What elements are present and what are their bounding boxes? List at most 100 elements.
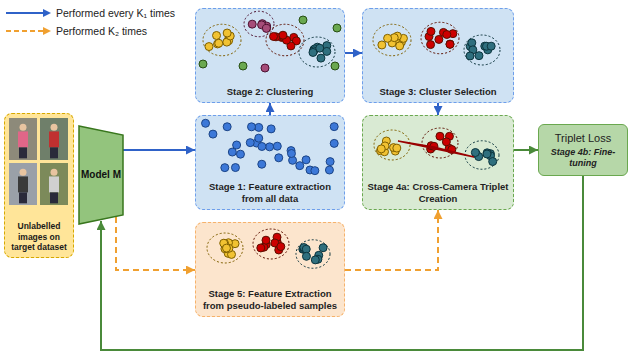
model-trapezoid	[79, 126, 123, 224]
model-block: Model M	[78, 125, 124, 225]
node-label: Model M	[81, 169, 121, 181]
box-fills	[4, 8, 514, 317]
flow-arrow	[269, 103, 271, 115]
box-fill	[4, 113, 74, 258]
node-label: Triplet Loss	[555, 132, 611, 145]
person-body	[18, 176, 28, 192]
legend-line	[6, 30, 44, 32]
feature-dot	[487, 42, 495, 50]
legend-text: Performed every K₁ times	[56, 7, 175, 19]
feature-dot	[255, 134, 263, 142]
person-head	[51, 124, 58, 131]
feature-dot	[311, 167, 319, 175]
legend-arrowhead	[43, 9, 51, 17]
feature-dot	[279, 31, 287, 39]
feature-dot	[427, 41, 435, 49]
feature-dot	[299, 16, 307, 24]
feature-dot	[221, 164, 229, 172]
feature-dots	[9, 11, 500, 268]
feature-dot	[213, 31, 221, 39]
cluster-outline	[464, 35, 500, 65]
feature-dot	[202, 119, 210, 127]
feature-dot	[222, 244, 230, 252]
person-head	[51, 169, 58, 176]
feature-dot	[296, 162, 304, 170]
person-legs	[19, 147, 27, 158]
node-label: Unlabelled images on target dataset	[7, 221, 71, 252]
feature-dot	[270, 32, 278, 40]
feature-dot	[302, 252, 310, 260]
stage-box: Stage 3: Cluster Selection	[362, 8, 514, 103]
feature-dot	[248, 20, 256, 28]
flow-arrow	[514, 149, 538, 151]
feature-dot	[215, 39, 223, 47]
feature-dot	[475, 52, 483, 60]
flow-arrow	[116, 217, 195, 270]
legend-text: Performed K₂ times	[56, 25, 147, 37]
feature-dot	[248, 123, 256, 131]
person-legs	[50, 147, 58, 158]
cluster-outline	[296, 240, 330, 269]
feature-dot	[258, 160, 266, 168]
box-fill	[362, 8, 514, 103]
loss-box: Triplet LossStage 4b: Fine-tuning	[538, 124, 628, 176]
stage-box: Stage 5: Feature Extraction from pseudo-…	[195, 222, 345, 317]
feature-dot	[489, 158, 497, 166]
flow-arrow	[437, 103, 439, 115]
legend-line	[6, 12, 44, 14]
stage-box: Stage 1: Feature extraction from all dat…	[195, 115, 345, 210]
cluster-outline	[374, 130, 410, 160]
node-label: Stage 1: Feature extraction from all dat…	[200, 181, 340, 204]
feature-dot	[262, 24, 270, 32]
feature-dot	[436, 132, 444, 140]
photo	[9, 118, 37, 160]
feature-dot	[236, 150, 244, 158]
feature-dot	[205, 43, 213, 51]
feature-dot	[257, 244, 265, 252]
feature-dot	[287, 150, 295, 158]
feature-dot	[442, 138, 450, 146]
legend-sample	[4, 7, 52, 19]
feature-dot	[228, 148, 236, 156]
feature-dot	[233, 141, 241, 149]
feature-dot	[273, 142, 281, 150]
cluster-outline	[373, 24, 411, 56]
legend-arrowhead	[43, 27, 51, 35]
feature-dot	[302, 156, 310, 164]
photo	[40, 118, 68, 160]
cluster-outline	[207, 233, 243, 263]
person-legs	[50, 192, 58, 203]
cluster-outline	[203, 24, 241, 56]
feature-dot	[311, 256, 319, 264]
feature-dot	[443, 30, 451, 38]
person-head	[20, 169, 27, 176]
feature-dot	[266, 143, 274, 151]
feature-dot	[427, 27, 435, 35]
box-fill	[362, 115, 514, 210]
legend-sample	[4, 25, 52, 37]
feature-dot	[199, 60, 207, 68]
feature-dot	[325, 166, 333, 174]
cluster-outline	[244, 11, 274, 37]
box-fill	[195, 8, 345, 103]
person-legs	[19, 192, 27, 203]
feature-dot	[223, 29, 231, 37]
feature-dot	[246, 139, 254, 147]
feature-dot	[231, 164, 239, 172]
cluster-outline	[422, 128, 458, 158]
node-label: Stage 3: Cluster Selection	[379, 86, 496, 97]
cluster-outline	[266, 24, 304, 56]
flow-arrow	[345, 210, 438, 270]
legend-row: Performed every K₁ times	[4, 4, 175, 22]
feature-dot	[333, 24, 341, 32]
feature-dot	[471, 149, 479, 157]
node-label: Stage 4a: Cross-Camera Triplet Creation	[367, 181, 509, 204]
photo	[40, 163, 68, 205]
feature-dot	[258, 142, 266, 150]
person-head	[20, 124, 27, 131]
feature-dot	[378, 41, 386, 49]
legend: Performed every K₁ timesPerformed K₂ tim…	[4, 4, 175, 40]
stage-box: Stage 2: Clustering	[195, 8, 345, 103]
feature-dot	[267, 125, 275, 133]
